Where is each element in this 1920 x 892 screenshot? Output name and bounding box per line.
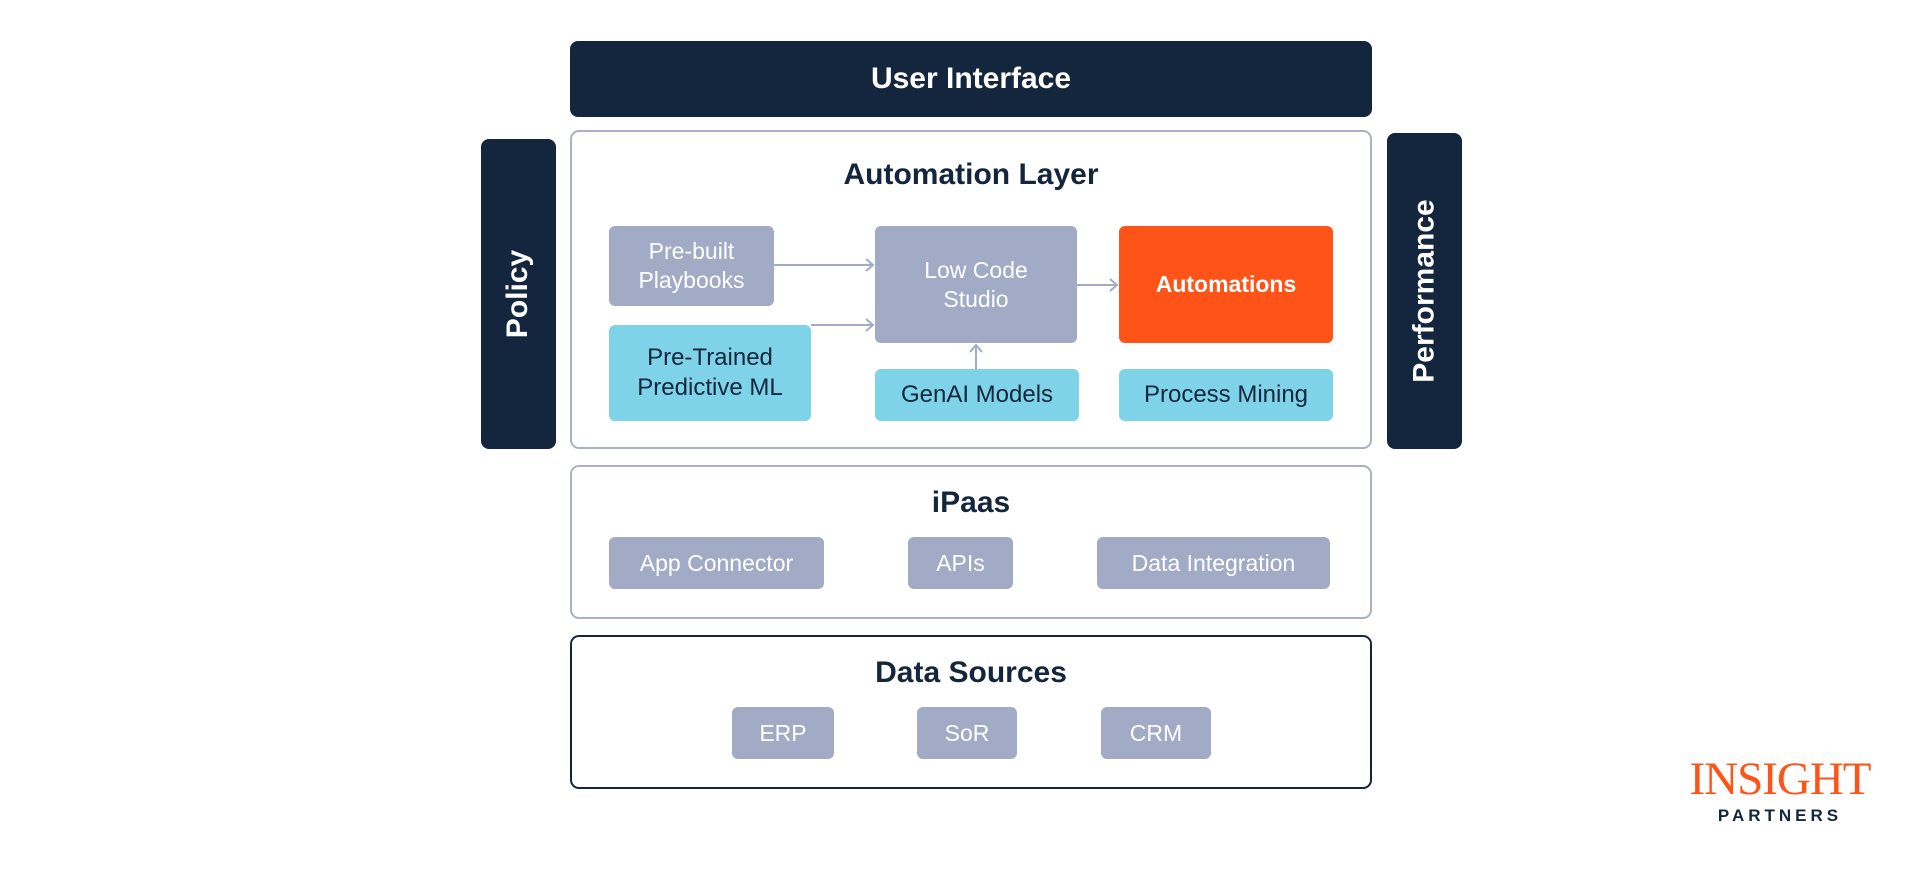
user-interface-label: User Interface [870,62,1072,96]
apis-box: APIs [908,537,1013,589]
automations-box: Automations [1119,226,1333,343]
low-code-studio-label: Low Code Studio [924,256,1028,312]
app-connector-box: App Connector [609,537,824,589]
pretrained-ml-box: Pre-Trained Predictive ML [609,325,811,421]
pretrained-ml-label: Pre-Trained Predictive ML [637,344,783,401]
automation-layer-title: Automation Layer [843,158,1099,191]
ipaas-title: iPaas [931,486,1011,519]
crm-box: CRM [1101,707,1211,759]
process-mining-label: Process Mining [1143,381,1309,408]
automations-label: Automations [1155,271,1297,298]
logo-main-text: INSIGHT [1689,753,1872,805]
user-interface-bar: User Interface [570,41,1372,117]
sor-label: SoR [944,719,990,746]
genai-models-label: GenAI Models [900,381,1054,408]
performance-bar: Performance [1387,133,1462,449]
data-integration-box: Data Integration [1097,537,1330,589]
app-connector-label: App Connector [639,549,794,576]
process-mining-box: Process Mining [1119,369,1333,421]
low-code-studio-box: Low Code Studio [875,226,1077,343]
erp-label: ERP [759,719,807,746]
sor-box: SoR [917,707,1017,759]
prebuilt-playbooks-label: Pre-built Playbooks [638,238,745,293]
genai-models-box: GenAI Models [875,369,1079,421]
erp-box: ERP [732,707,834,759]
data-sources-title: Data Sources [875,656,1067,689]
data-integration-label: Data Integration [1131,549,1296,576]
logo-sub-text: PARTNERS [1717,806,1843,825]
policy-bar: Policy [481,139,556,449]
apis-label: APIs [936,549,985,576]
crm-label: CRM [1129,719,1183,746]
insight-partners-logo: INSIGHT PARTNERS [1680,752,1880,832]
prebuilt-playbooks-box: Pre-built Playbooks [609,226,774,306]
